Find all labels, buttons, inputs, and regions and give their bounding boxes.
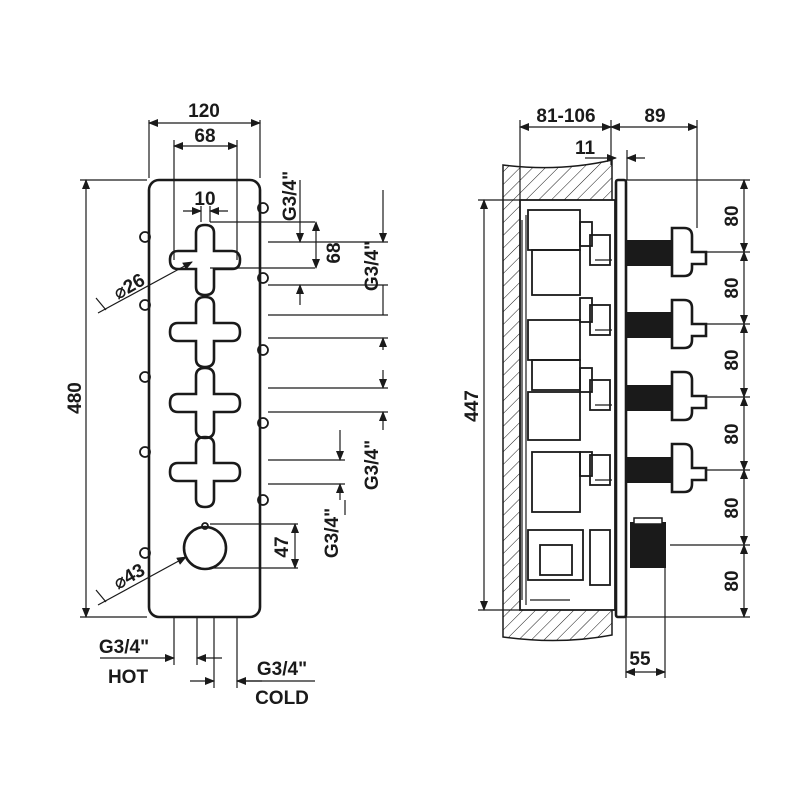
dim-spacing-lower: 47 (272, 536, 293, 557)
valve-body-front (147, 178, 262, 619)
side-handles (626, 226, 708, 568)
dim-spacing-1: 80 (722, 205, 743, 226)
dim-depth-range: 81-106 (536, 106, 595, 127)
side-view: 81-106 89 11 447 80 80 80 80 80 80 (462, 106, 750, 678)
dim-spacing-3: 80 (722, 349, 743, 370)
dim-width-overall: 120 (188, 101, 220, 122)
outlet-4-size: G3/4" (322, 508, 343, 558)
inlet-hot-label: HOT (108, 667, 149, 688)
cross-handle-2 (168, 295, 242, 369)
thermostatic-knob (182, 525, 228, 571)
inlet-cold-size: G3/4" (257, 659, 307, 680)
front-plate (614, 178, 628, 619)
dim-width-handles: 68 (194, 126, 215, 147)
dim-knob-projection: 55 (629, 649, 651, 670)
dim-spacing-6: 80 (722, 570, 743, 591)
side-connectors (139, 202, 269, 559)
dim-plate-offset: 11 (575, 138, 596, 159)
outlet-2-size: G3/4" (362, 241, 383, 291)
cross-handle-1 (168, 223, 242, 297)
dim-projection: 89 (644, 106, 665, 127)
cross-handle-4 (168, 435, 242, 509)
dim-height-overall: 480 (65, 382, 86, 414)
inlet-hot-size: G3/4" (99, 637, 149, 658)
front-view: 120 68 10 480 ⌀26 ⌀43 (65, 101, 388, 709)
inlet-cold-label: COLD (255, 688, 309, 709)
dim-spacing-4: 80 (722, 423, 743, 444)
dim-cross-width: 10 (194, 189, 215, 210)
cross-handle-3 (168, 366, 242, 440)
dim-body-height: 447 (462, 390, 483, 422)
dim-diam-knob: ⌀43 (110, 560, 149, 594)
dim-spacing-5: 80 (722, 497, 743, 518)
dim-spacing-2: 80 (722, 277, 743, 298)
dim-spacing-upper: 68 (324, 242, 345, 263)
dim-diam-handle: ⌀26 (110, 270, 149, 304)
outlet-1-size: G3/4" (280, 171, 301, 221)
valve-cartridges (527, 209, 611, 586)
outlet-3-size: G3/4" (362, 440, 383, 490)
